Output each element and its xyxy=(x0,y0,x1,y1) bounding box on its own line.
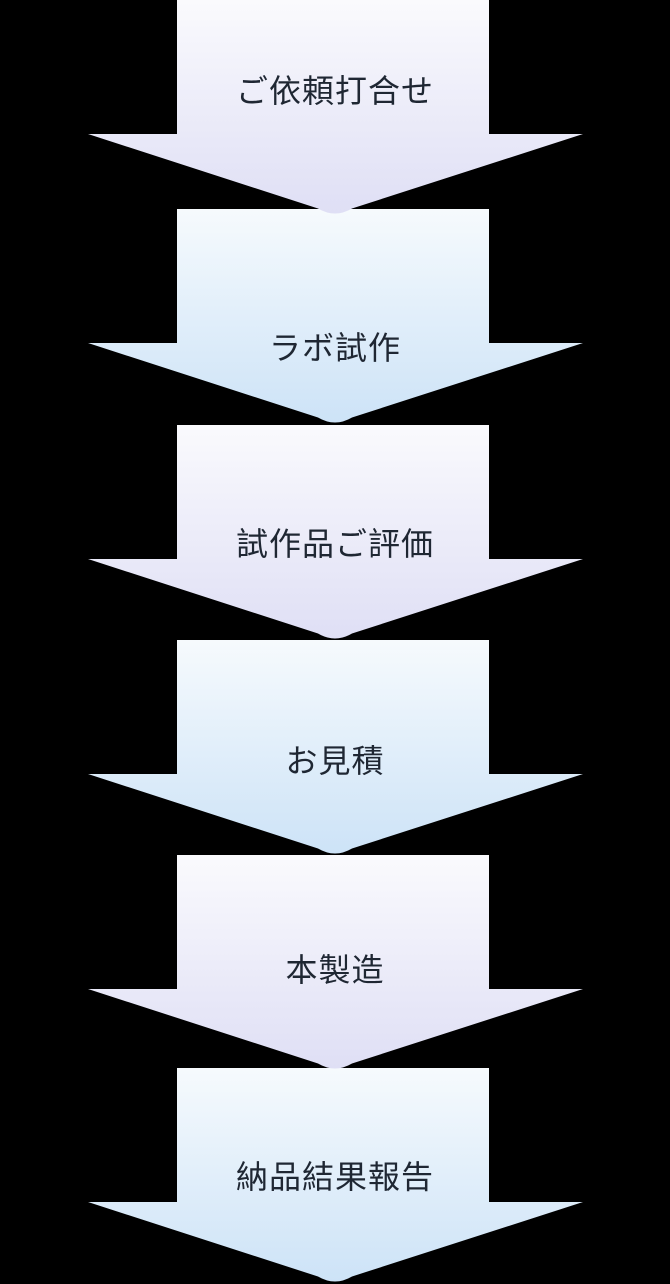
flow-step-5: 本製造 xyxy=(0,855,670,1077)
flow-step-3: 試作品ご評価 xyxy=(0,425,670,647)
down-arrow-shape xyxy=(88,855,583,1069)
step-label: 試作品ご評価 xyxy=(235,526,434,562)
flow-step-2: ラボ試作 xyxy=(0,209,670,431)
flow-step-1: ご依頼打合せ xyxy=(0,0,670,222)
step-label: ご依頼打合せ xyxy=(235,73,434,109)
step-label: 本製造 xyxy=(285,952,385,988)
down-arrow-shape xyxy=(88,209,583,423)
down-arrow-shape xyxy=(88,425,583,639)
flow-step-6: 納品結果報告 xyxy=(0,1068,670,1284)
step-label: お見積 xyxy=(285,743,385,779)
down-arrow-shape xyxy=(88,1068,583,1282)
step-label: 納品結果報告 xyxy=(235,1159,434,1195)
step-label: ラボ試作 xyxy=(268,330,401,366)
down-arrow-shape xyxy=(88,640,583,854)
flow-step-4: お見積 xyxy=(0,640,670,862)
down-arrow-shape xyxy=(88,0,583,214)
